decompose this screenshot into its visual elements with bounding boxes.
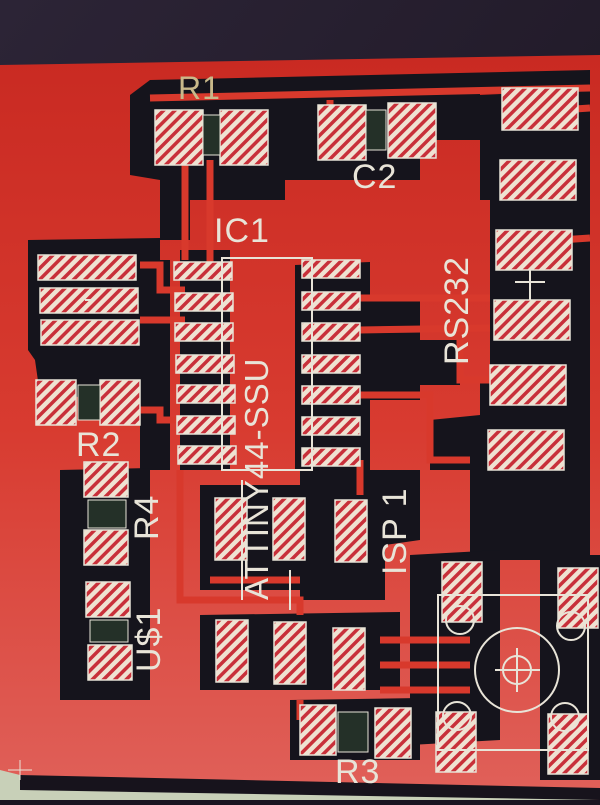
label-rs232: RS232 bbox=[438, 256, 476, 365]
pad bbox=[317, 104, 367, 161]
pad bbox=[493, 299, 571, 341]
pad bbox=[219, 109, 269, 166]
traces bbox=[140, 84, 591, 720]
pad bbox=[495, 229, 573, 271]
pad bbox=[499, 159, 577, 201]
pad bbox=[501, 87, 579, 131]
pad bbox=[40, 319, 140, 346]
origin-crosshair bbox=[8, 760, 32, 780]
pad bbox=[37, 254, 137, 281]
silkscreen bbox=[85, 257, 589, 751]
label-c2: C2 bbox=[352, 158, 398, 196]
component-bodies bbox=[77, 109, 387, 753]
pad bbox=[387, 102, 437, 159]
label-us1: U$1 bbox=[130, 606, 168, 672]
pad bbox=[99, 379, 141, 426]
label-r1: R1 bbox=[178, 70, 221, 106]
pad bbox=[489, 364, 567, 406]
label-r4: R4 bbox=[128, 494, 166, 540]
pad bbox=[35, 379, 77, 426]
label-r3: R3 bbox=[335, 753, 381, 791]
label-isp1: ISP 1 bbox=[376, 487, 414, 575]
pad bbox=[487, 429, 565, 471]
label-r2: R2 bbox=[76, 426, 122, 464]
pad bbox=[154, 109, 204, 166]
monitor-bezel bbox=[0, 770, 600, 800]
pads bbox=[35, 87, 599, 775]
label-ic1-part: ATTINY44-SSU bbox=[238, 357, 275, 600]
label-ic1: IC1 bbox=[214, 212, 270, 250]
